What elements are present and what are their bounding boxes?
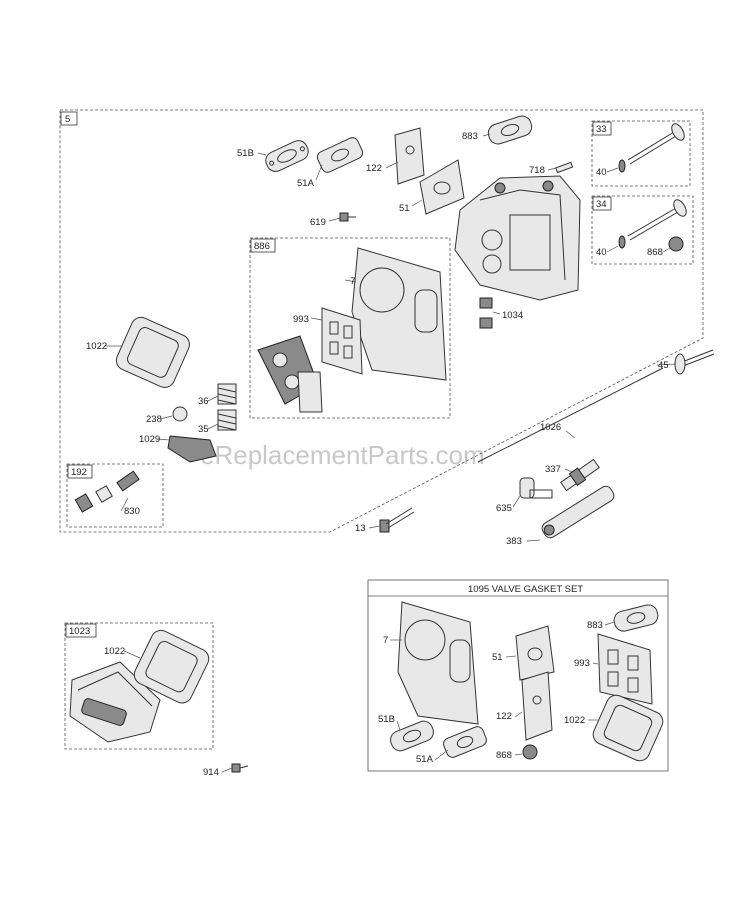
kit-tag-33: 33 bbox=[596, 124, 607, 135]
callout-993: 993 bbox=[293, 314, 309, 325]
callout-337: 337 bbox=[545, 464, 561, 475]
watermark-text: eReplacementParts.com bbox=[200, 440, 485, 470]
valve-45-drawing bbox=[674, 349, 715, 375]
fitting-635-drawing bbox=[519, 477, 553, 499]
callout-35: 35 bbox=[198, 424, 209, 435]
set-gasket-993-drawing bbox=[597, 633, 653, 705]
callout-51b: 51B bbox=[237, 148, 254, 159]
main-kit-boundary bbox=[59, 109, 704, 533]
push-rod-1026-drawing bbox=[477, 367, 664, 463]
callout-635: 635 bbox=[496, 503, 512, 514]
set-gasket-1022-drawing bbox=[592, 694, 664, 762]
set-callout-7: 7 bbox=[383, 635, 388, 646]
kit-tag-5: 5 bbox=[65, 114, 70, 125]
spring-36-drawing bbox=[217, 383, 237, 405]
gasket-993-drawing bbox=[321, 307, 363, 375]
callout-914: 914 bbox=[203, 767, 219, 778]
screw-914-drawing bbox=[231, 763, 249, 773]
set-callout-993: 993 bbox=[574, 658, 590, 669]
callout-1034: 1034 bbox=[502, 310, 523, 321]
pin-718-drawing bbox=[555, 161, 574, 174]
gasket-set-title: 1095 VALVE GASKET SET bbox=[468, 584, 583, 595]
set-callout-868: 868 bbox=[496, 750, 512, 761]
set-gasket-51b-drawing bbox=[390, 720, 434, 752]
gasket-set-box bbox=[367, 579, 669, 772]
cover-1023-box bbox=[64, 622, 214, 750]
set-callout-51a: 51A bbox=[416, 754, 434, 765]
callout-1029: 1029 bbox=[139, 434, 160, 445]
set-callout-1022: 1022 bbox=[564, 715, 585, 726]
set-plate-122-drawing bbox=[521, 671, 553, 741]
breather-383-drawing bbox=[541, 485, 615, 539]
gasket-1022-drawing bbox=[115, 316, 190, 388]
kit-830-drawing bbox=[74, 470, 140, 513]
set-gasket-51a-drawing bbox=[443, 726, 487, 758]
gasket-51a-drawing bbox=[316, 137, 364, 173]
callout-1022: 1022 bbox=[86, 341, 107, 352]
spark-plug-337-drawing bbox=[560, 458, 600, 492]
set-callout-122: 122 bbox=[496, 711, 512, 722]
callout-1026: 1026 bbox=[540, 422, 561, 433]
callout-1022-cover: 1022 bbox=[104, 646, 125, 657]
spring-35-drawing bbox=[217, 409, 237, 431]
callout-36: 36 bbox=[198, 396, 209, 407]
set-callout-883: 883 bbox=[587, 620, 603, 631]
callout-383: 383 bbox=[506, 536, 522, 547]
callout-51a: 51A bbox=[297, 178, 315, 189]
kit-tag-5-box bbox=[60, 111, 78, 126]
rocker-1029-drawing bbox=[167, 435, 217, 463]
kit-tag-34-box bbox=[592, 196, 612, 211]
kit-tag-34: 34 bbox=[596, 199, 607, 210]
gasket-886-box bbox=[249, 237, 451, 419]
callout-122: 122 bbox=[366, 163, 382, 174]
set-head-gasket-7-drawing bbox=[397, 601, 479, 725]
kit-tag-1023: 1023 bbox=[69, 626, 90, 637]
set-callout-51b: 51B bbox=[378, 714, 395, 725]
valve-plate-drawing bbox=[257, 335, 323, 413]
valve-33-box bbox=[591, 120, 691, 187]
callout-619: 619 bbox=[310, 217, 326, 228]
callout-40-b: 40 bbox=[596, 247, 607, 258]
set-gasket-51-drawing bbox=[515, 625, 555, 681]
kit-tag-886: 886 bbox=[254, 241, 270, 252]
set-callout-51: 51 bbox=[492, 652, 503, 663]
plate-122-drawing bbox=[394, 127, 425, 185]
kit-tag-192-box bbox=[67, 464, 93, 479]
valve-34-drawing bbox=[618, 199, 687, 252]
kit-tag-886-box bbox=[250, 238, 276, 253]
gasket-51-drawing bbox=[419, 159, 465, 215]
callout-868: 868 bbox=[647, 247, 663, 258]
kit-tag-192: 192 bbox=[71, 467, 87, 478]
callout-7: 7 bbox=[350, 276, 355, 287]
kit-tag-1023-box bbox=[65, 623, 97, 638]
callout-238: 238 bbox=[146, 414, 162, 425]
valve-33-drawing bbox=[618, 123, 685, 173]
cylinder-head-drawing bbox=[454, 175, 581, 301]
screw-619-drawing bbox=[339, 212, 356, 222]
kit-tag-33-box bbox=[592, 121, 612, 136]
retainer-1034-drawing bbox=[479, 297, 493, 329]
callout-830: 830 bbox=[124, 506, 140, 517]
valve-34-box bbox=[591, 195, 694, 265]
callout-883: 883 bbox=[462, 131, 478, 142]
kit-192-box bbox=[66, 463, 164, 528]
gasket-883-drawing bbox=[487, 115, 533, 145]
callout-718: 718 bbox=[529, 165, 545, 176]
callout-51: 51 bbox=[399, 203, 410, 214]
set-seal-868-drawing bbox=[522, 744, 538, 760]
callout-40-a: 40 bbox=[596, 167, 607, 178]
set-gasket-883-drawing bbox=[613, 604, 659, 632]
gasket-51b-drawing bbox=[265, 140, 309, 172]
bolt-13-drawing bbox=[379, 507, 415, 533]
cap-238-drawing bbox=[172, 406, 188, 422]
gasket-1022-cover-drawing bbox=[133, 629, 210, 704]
callout-13: 13 bbox=[355, 523, 366, 534]
callout-45: 45 bbox=[658, 360, 669, 371]
head-gasket-7-drawing bbox=[351, 247, 447, 381]
leader-lines bbox=[104, 133, 677, 773]
